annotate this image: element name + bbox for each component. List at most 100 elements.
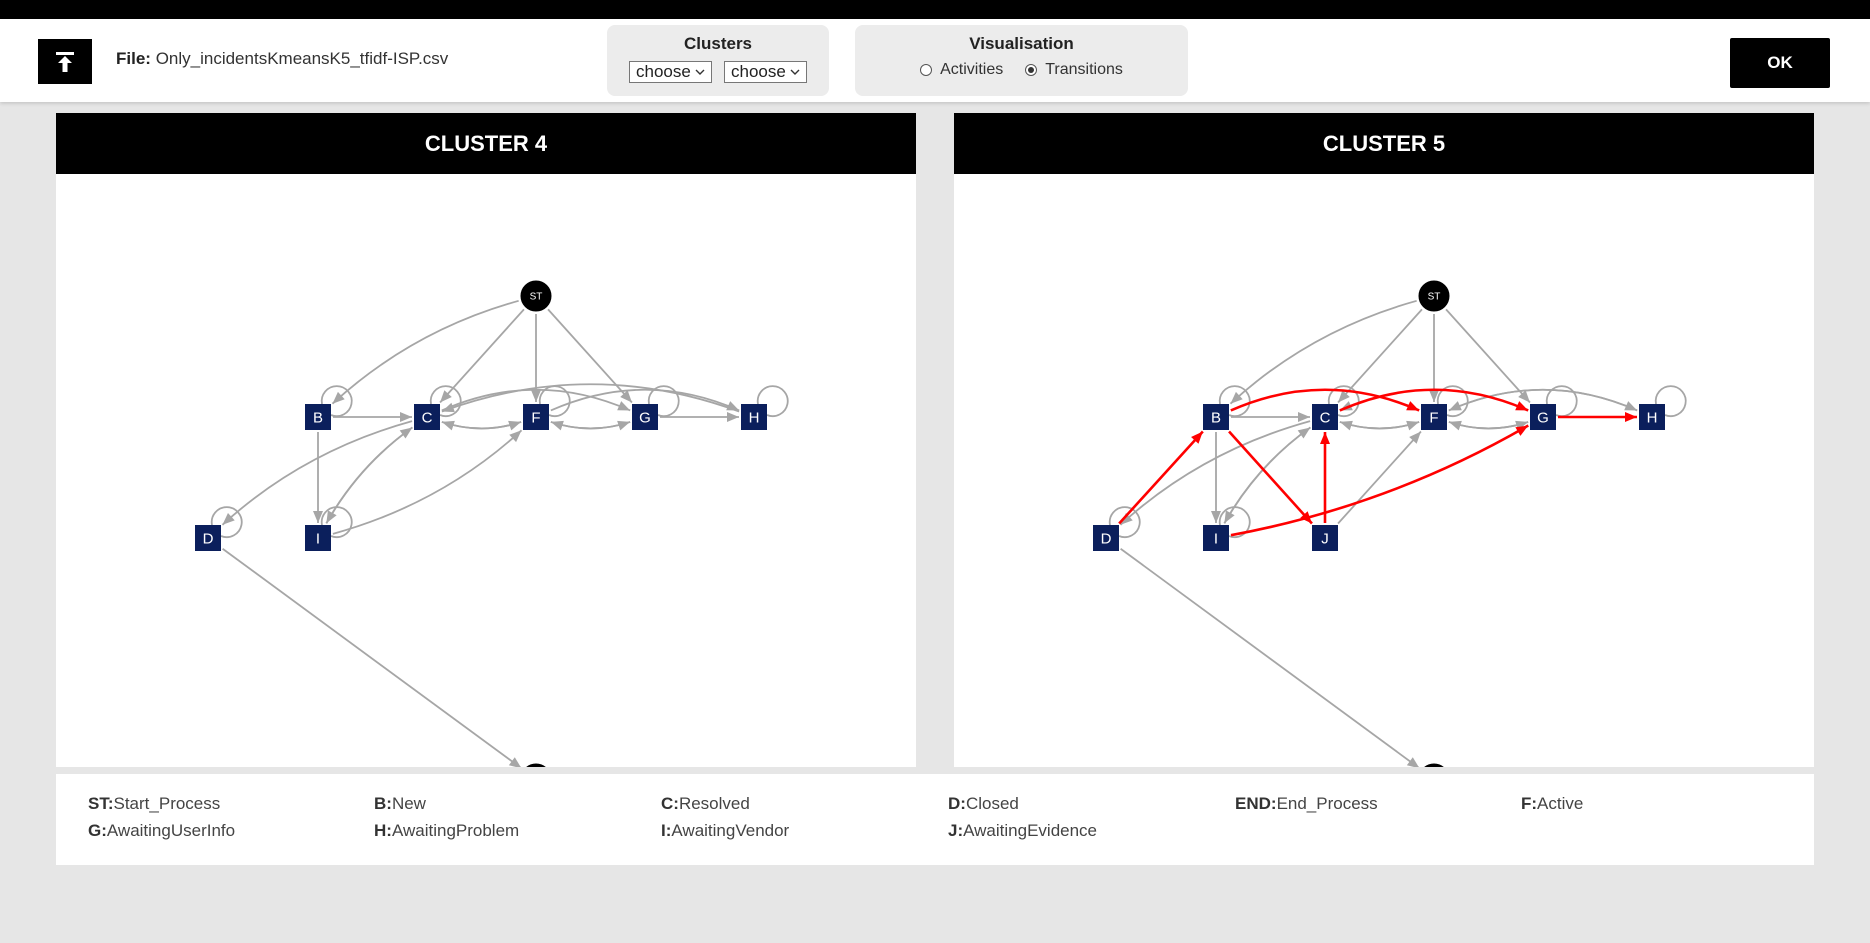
- node-h[interactable]: H: [741, 404, 767, 430]
- radio-transitions-label: Transitions: [1045, 61, 1123, 78]
- nodes-layer: ST B C F G H D I J END: [1093, 279, 1665, 767]
- node-f[interactable]: F: [523, 404, 549, 430]
- node-f[interactable]: F: [1421, 404, 1447, 430]
- node-shape: [632, 404, 658, 430]
- node-shape: [524, 762, 548, 767]
- chevron-down-icon: [790, 69, 800, 75]
- arrowhead: [1406, 757, 1419, 767]
- node-st[interactable]: ST: [1417, 279, 1451, 313]
- arrowhead: [441, 402, 455, 413]
- arrowhead: [332, 391, 345, 404]
- highlight-layer: [1118, 388, 1637, 537]
- legend-item: H:AwaitingProblem: [374, 821, 520, 840]
- cluster-title-1: CLUSTER 4: [56, 113, 916, 174]
- arrowhead: [508, 757, 521, 767]
- node-c[interactable]: C: [1312, 404, 1338, 430]
- arrowhead: [1429, 390, 1439, 402]
- node-label: I: [316, 531, 320, 548]
- node-b[interactable]: B: [1203, 404, 1229, 430]
- node-d[interactable]: D: [1093, 525, 1119, 551]
- edge-f-h: [550, 388, 740, 412]
- node-label: ST: [1428, 292, 1441, 303]
- arrowhead: [1320, 432, 1330, 444]
- file-name: Only_incidentsKmeansK5_tfidf-ISP.csv: [155, 49, 449, 68]
- arrowhead: [1409, 431, 1421, 444]
- edge-c-d: [1119, 420, 1311, 526]
- edge-c-d: [221, 420, 413, 526]
- node-label: G: [639, 410, 651, 427]
- arrowhead: [1515, 425, 1529, 436]
- edge-st-g: [1445, 308, 1531, 404]
- node-j[interactable]: J: [1312, 525, 1338, 551]
- arrowhead: [1191, 431, 1203, 444]
- node-shape: [305, 404, 331, 430]
- upload-button[interactable]: [38, 39, 92, 84]
- legend-item: G:AwaitingUserInfo: [88, 821, 236, 840]
- arrowhead: [1518, 390, 1530, 403]
- toolbar: File: Only_incidentsKmeansK5_tfidf-ISP.c…: [0, 19, 1870, 102]
- radio-activities-circle[interactable]: [920, 64, 933, 76]
- cluster-select-1-value: choose: [636, 62, 691, 81]
- edge-st-c: [439, 308, 525, 404]
- arrowhead: [727, 412, 739, 422]
- node-end[interactable]: END: [520, 762, 552, 767]
- node-i[interactable]: I: [1203, 525, 1229, 551]
- arrowhead: [313, 511, 323, 523]
- edge-d-d: [210, 506, 243, 539]
- legend-item: ST:Start_Process: [88, 794, 221, 813]
- clusters-selector: Clusters choose choose: [607, 25, 829, 96]
- edge-b-j: [1228, 430, 1313, 525]
- edge-d-end: [1120, 548, 1420, 767]
- legend-item: F:Active: [1521, 794, 1584, 813]
- edge-d-end: [222, 548, 522, 767]
- cluster-select-1[interactable]: choose: [629, 61, 712, 83]
- edge-b-b: [320, 385, 353, 418]
- edge-c-c: [429, 385, 462, 418]
- node-label: F: [1429, 410, 1438, 427]
- node-shape: [414, 404, 440, 430]
- radio-activities[interactable]: Activities: [920, 61, 1003, 79]
- node-i[interactable]: I: [305, 525, 331, 551]
- node-b[interactable]: B: [305, 404, 331, 430]
- cluster-select-2[interactable]: choose: [724, 61, 807, 83]
- node-d[interactable]: D: [195, 525, 221, 551]
- arrowhead: [1406, 401, 1420, 411]
- node-g[interactable]: G: [632, 404, 658, 430]
- node-h[interactable]: H: [1639, 404, 1665, 430]
- edges-layer: [210, 299, 789, 767]
- arrowhead: [1338, 390, 1350, 403]
- node-label: F: [531, 410, 540, 427]
- cluster-panel-2: CLUSTER 5 STBCFGHDIJEND: [954, 113, 1814, 767]
- edge-h-h: [756, 385, 789, 418]
- edge-j-f: [1337, 430, 1422, 525]
- legend-item: I:AwaitingVendor: [661, 821, 790, 840]
- clusters-title: Clusters: [683, 34, 753, 53]
- node-end[interactable]: END: [1418, 762, 1450, 767]
- node-shape: [1093, 525, 1119, 551]
- node-shape: [523, 404, 549, 430]
- node-st[interactable]: ST: [519, 279, 553, 313]
- node-shape: [1312, 525, 1338, 551]
- node-label: C: [1320, 410, 1331, 427]
- legend-item: J:AwaitingEvidence: [948, 821, 1098, 840]
- arrowhead: [1297, 427, 1311, 439]
- file-label: File:: [116, 49, 151, 68]
- node-shape: [1312, 404, 1338, 430]
- node-label: D: [1101, 531, 1112, 548]
- radio-transitions[interactable]: Transitions: [1025, 61, 1123, 79]
- node-shape: [305, 525, 331, 551]
- node-g[interactable]: G: [1530, 404, 1556, 430]
- cluster-panel-1: CLUSTER 4 ST B C F G H D I END: [56, 113, 916, 767]
- nodes-layer: ST B C F G H D I END: [195, 279, 767, 767]
- ok-button[interactable]: OK: [1730, 38, 1830, 88]
- file-info: File: Only_incidentsKmeansK5_tfidf-ISP.c…: [116, 49, 448, 69]
- arrowhead: [531, 390, 541, 402]
- arrowhead: [440, 390, 452, 403]
- node-c[interactable]: C: [414, 404, 440, 430]
- node-label: I: [1214, 531, 1218, 548]
- edge-g-g: [647, 385, 680, 418]
- radio-transitions-circle[interactable]: [1025, 64, 1038, 76]
- node-label: J: [1321, 531, 1329, 548]
- edge-i-f: [332, 429, 523, 535]
- visualisation-selector: Visualisation Activities Transitions: [855, 25, 1188, 96]
